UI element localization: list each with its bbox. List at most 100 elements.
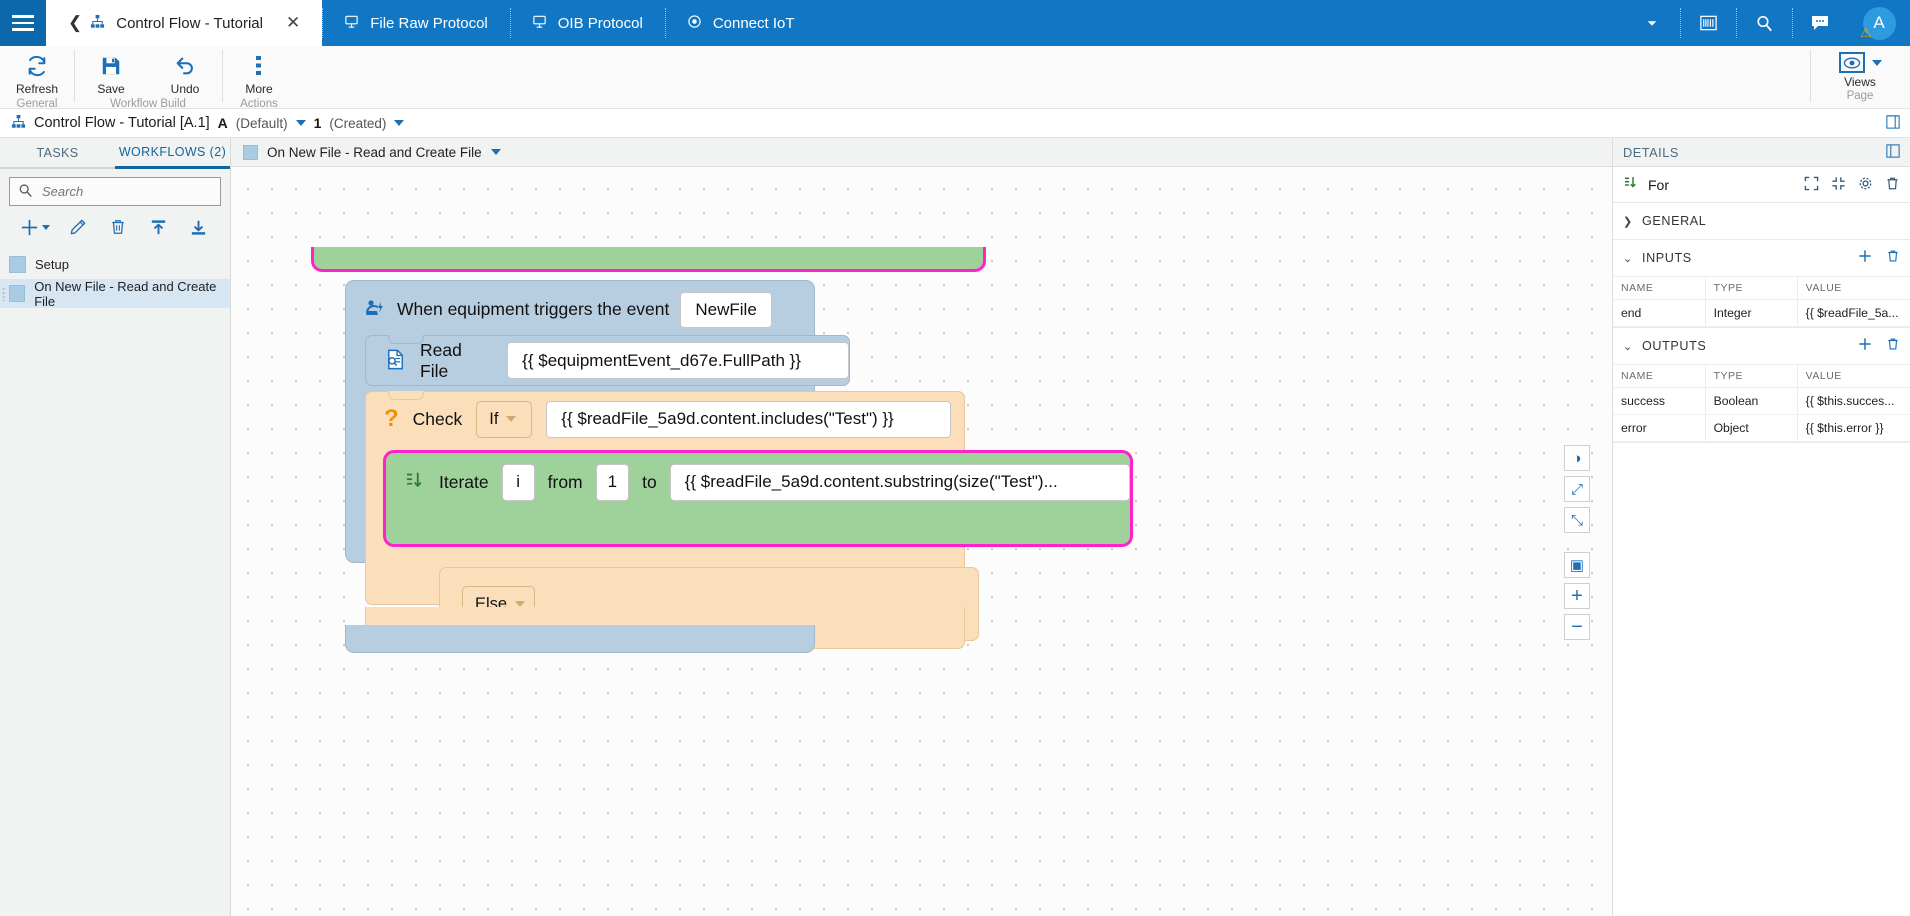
monitor-icon (532, 14, 547, 33)
gear-icon[interactable] (1858, 176, 1873, 194)
breadcrumb-title: Control Flow - Tutorial [A.1] (34, 115, 210, 131)
fit-color-icon: ◑ (1572, 449, 1582, 467)
breadcrumb-revision-number: 1 (313, 115, 322, 131)
canvas-collapse-button[interactable]: ⤡ (1564, 507, 1590, 533)
tab-label: OIB Protocol (557, 14, 643, 32)
tab-connect-iot[interactable]: Connect IoT (664, 0, 817, 46)
workflow-canvas-area: On New File - Read and Create File When … (231, 138, 1612, 916)
check-condition-value[interactable]: {{ $readFile_5a9d.content.includes("Test… (546, 400, 952, 438)
version-dropdown-caret-icon[interactable] (295, 120, 306, 126)
workflow-item-setup[interactable]: Setup (0, 250, 230, 279)
outputs-table-header: NAME TYPE VALUE (1613, 364, 1910, 388)
more-button[interactable]: More (222, 46, 296, 96)
search-container (0, 169, 230, 206)
views-caret-icon[interactable] (1871, 59, 1882, 66)
import-button[interactable] (178, 218, 218, 237)
add-input-button[interactable] (1858, 249, 1872, 267)
chevron-down-icon[interactable] (1624, 0, 1680, 46)
ribbon-group-general: Refresh General (0, 46, 74, 110)
save-button[interactable]: Save (74, 46, 148, 96)
delete-input-button[interactable] (1886, 249, 1900, 267)
details-section-general-header[interactable]: ❯ GENERAL (1613, 203, 1910, 239)
drag-handle-icon[interactable] (2, 286, 6, 301)
for-header-row: Iterate i from 1 to {{ $readFile_5a9d.co… (386, 453, 1130, 511)
collapse-icon[interactable] (1831, 176, 1846, 194)
for-block[interactable]: Iterate i from 1 to {{ $readFile_5a9d.co… (383, 450, 1133, 547)
chevron-down-icon: ⌄ (1623, 252, 1633, 265)
avatar[interactable]: A ⚠ (1848, 0, 1910, 46)
workflow-canvas[interactable]: When equipment triggers the event NewFil… (231, 167, 1612, 916)
undo-button[interactable]: Undo (148, 46, 222, 96)
for-to-value[interactable]: {{ $readFile_5a9d.content.substring(size… (669, 463, 1130, 501)
workflow-item-on-new-file[interactable]: On New File - Read and Create File (0, 279, 230, 309)
refresh-label: Refresh (15, 82, 59, 96)
tab-label: Control Flow - Tutorial (116, 14, 263, 32)
revision-dropdown-caret-icon[interactable] (394, 120, 405, 126)
canvas-zoom-in-button[interactable]: + (1564, 583, 1590, 609)
delete-button[interactable] (98, 218, 138, 236)
close-icon[interactable]: ✕ (285, 13, 301, 32)
top-navigation-bar: ❮ Control Flow - Tutorial ✕ File Raw Pro… (0, 0, 1910, 46)
check-operator-select[interactable]: If (476, 400, 533, 438)
monitor-icon (344, 14, 359, 33)
check-header-row: ? Check If {{ $readFile_5a9d.content.inc… (366, 392, 964, 446)
block-notch (388, 335, 424, 344)
ribbon-toolbar: Refresh General Save Undo (0, 46, 1910, 110)
edit-button[interactable] (58, 218, 98, 236)
back-chevron-icon[interactable]: ❮ (68, 13, 83, 32)
read-file-block[interactable]: Read File {{ $equipmentEvent_d67e.FullPa… (365, 335, 850, 386)
search-icon (18, 183, 33, 201)
expand-panel-icon[interactable] (1886, 114, 1900, 132)
search-box[interactable] (9, 177, 221, 206)
canvas-color-button[interactable]: ◑ (1564, 445, 1590, 471)
barcode-icon[interactable] (1680, 0, 1736, 46)
trigger-event-value[interactable]: NewFile (680, 291, 772, 328)
add-output-button[interactable] (1858, 337, 1872, 355)
details-section-inputs: ⌄ INPUTS NAME TYPE VALUE (1613, 240, 1910, 328)
refresh-button[interactable]: Refresh (0, 46, 74, 96)
chevron-down-icon (515, 601, 526, 607)
read-file-value[interactable]: {{ $equipmentEvent_d67e.FullPath }} (507, 342, 849, 379)
canvas-fit-button[interactable]: ▣ (1564, 552, 1590, 578)
eye-icon[interactable] (1838, 52, 1865, 73)
tab-file-raw-protocol[interactable]: File Raw Protocol (322, 0, 510, 46)
equipment-trigger-icon (362, 296, 386, 323)
details-panel: DETAILS For (1612, 138, 1910, 916)
details-section-outputs-header[interactable]: ⌄ OUTPUTS (1613, 328, 1910, 364)
expand-icon[interactable] (1804, 176, 1819, 194)
table-row[interactable]: error Object {{ $this.error }} (1613, 414, 1910, 442)
trash-icon[interactable] (1885, 176, 1900, 194)
export-button[interactable] (138, 218, 178, 237)
canvas-zoom-out-button[interactable]: − (1564, 614, 1590, 640)
tab-workflows[interactable]: WORKFLOWS (2) (115, 138, 230, 169)
add-caret-icon[interactable] (42, 224, 50, 230)
details-section-general-label: GENERAL (1642, 214, 1707, 228)
workflow-chip-icon (243, 144, 258, 160)
warning-icon: ⚠ (1860, 25, 1872, 40)
table-row[interactable]: success Boolean {{ $this.succes... (1613, 387, 1910, 415)
for-from-value[interactable]: 1 (595, 463, 630, 501)
add-button[interactable] (12, 218, 58, 237)
outputs-actions (1858, 337, 1900, 355)
canvas-title-caret-icon[interactable] (490, 149, 501, 155)
search-input[interactable] (40, 183, 212, 200)
for-variable-value[interactable]: i (501, 463, 535, 501)
tab-tasks[interactable]: TASKS (0, 138, 115, 169)
delete-output-button[interactable] (1886, 337, 1900, 355)
chat-icon[interactable] (1792, 0, 1848, 46)
tab-label: File Raw Protocol (370, 14, 488, 32)
search-icon[interactable] (1736, 0, 1792, 46)
output-name: success (1613, 387, 1706, 415)
table-row[interactable]: end Integer {{ $readFile_5a... (1613, 299, 1910, 327)
collapse-panel-icon[interactable] (1886, 143, 1900, 161)
details-section-inputs-header[interactable]: ⌄ INPUTS (1613, 240, 1910, 276)
tab-oib-protocol[interactable]: OIB Protocol (509, 0, 665, 46)
details-node-title-row: For (1613, 167, 1910, 203)
tab-control-flow-tutorial[interactable]: ❮ Control Flow - Tutorial ✕ (46, 0, 323, 46)
hamburger-menu-icon[interactable] (0, 0, 46, 46)
check-label: Check (412, 408, 463, 429)
sitemap-icon (11, 114, 26, 132)
canvas-expand-button[interactable]: ⤢ (1564, 476, 1590, 502)
input-type: Integer (1704, 299, 1798, 327)
zoom-in-icon: + (1571, 584, 1583, 607)
